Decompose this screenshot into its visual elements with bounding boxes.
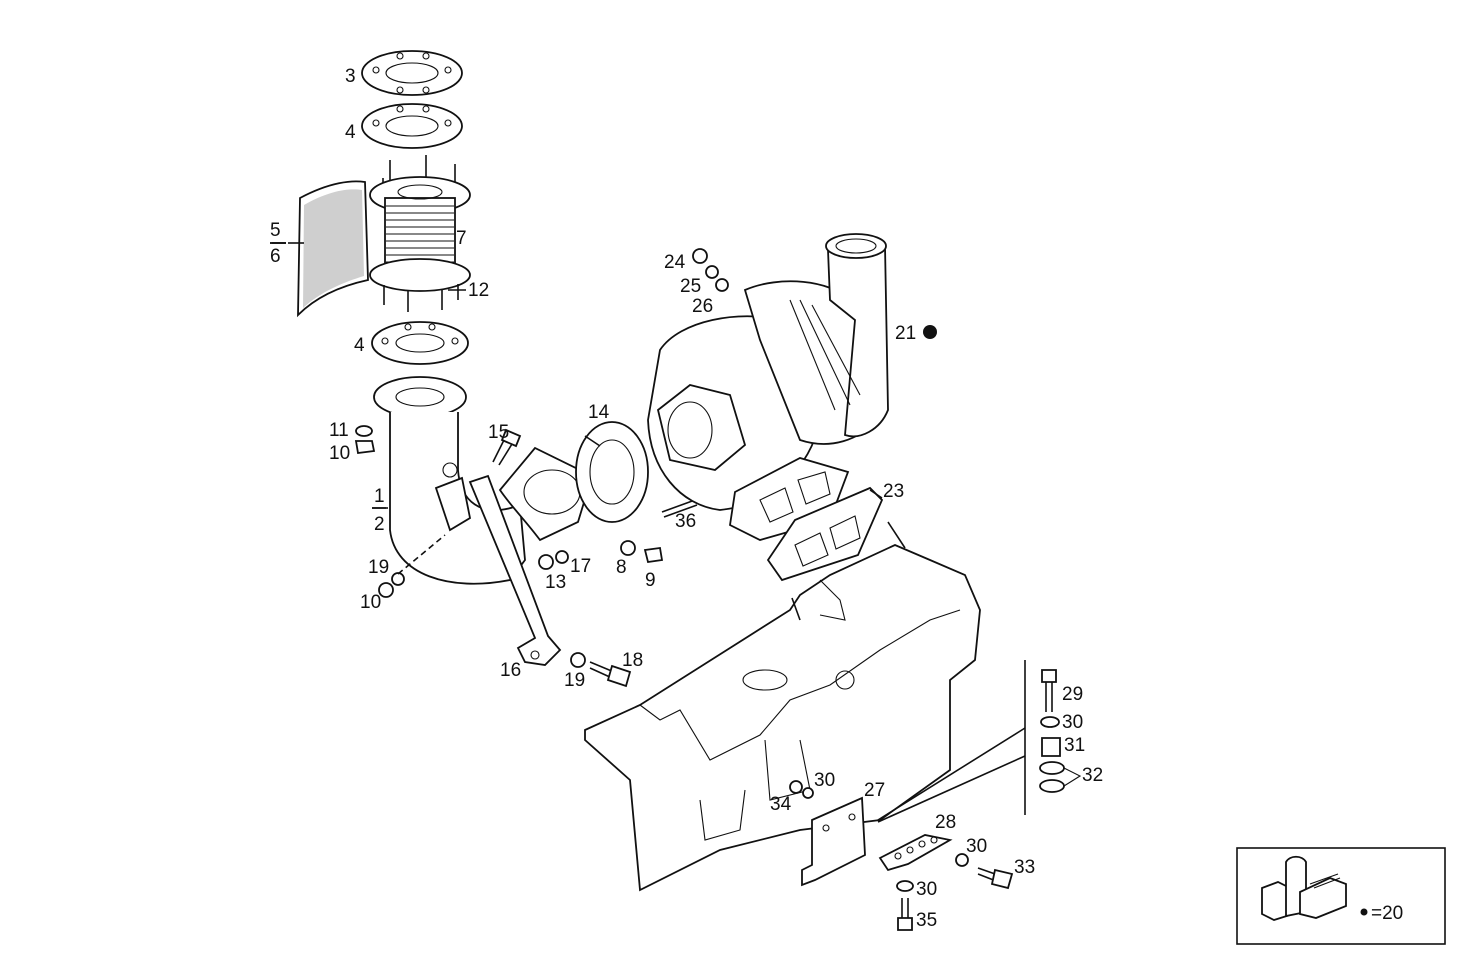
callout-10-upper: 10	[329, 443, 350, 464]
nut-24-washers-25-26	[692, 248, 729, 292]
callout-36: 36	[675, 511, 696, 532]
stud-36	[661, 499, 698, 518]
callout-2: 2	[374, 514, 385, 535]
callout-8: 8	[616, 557, 627, 578]
nut-10-upper	[354, 440, 376, 455]
plate-27	[801, 796, 866, 887]
callout-1: 1	[374, 486, 385, 507]
exhaust-manifold	[584, 521, 981, 892]
callout-19-left: 19	[368, 557, 389, 578]
callout-4-lower: 4	[354, 335, 365, 356]
callout-18: 18	[622, 650, 643, 671]
callout-26: 26	[692, 296, 713, 317]
callout-27: 27	[864, 780, 885, 801]
callout-13: 13	[545, 572, 566, 593]
callout-30-center: 30	[814, 770, 835, 791]
legend-marker-text: =20	[1371, 903, 1403, 924]
nut-10-washer-19-lower	[378, 572, 405, 598]
callout-12: 12	[468, 280, 489, 301]
heat-shield-5-6	[297, 180, 369, 318]
callout-32: 32	[1082, 765, 1103, 786]
washer-8-plug-9	[620, 540, 664, 564]
washer-30-spacer-31	[1040, 716, 1061, 757]
washer-30-bolt-33	[955, 853, 1014, 890]
bushing-32	[1039, 761, 1082, 793]
callout-30-right: 30	[1062, 712, 1083, 733]
washer-11	[355, 425, 373, 437]
callout-31: 31	[1064, 735, 1085, 756]
callout-3: 3	[345, 66, 356, 87]
turbocharger-21	[647, 233, 889, 541]
gasket-23	[766, 486, 884, 582]
callout-7: 7	[456, 228, 467, 249]
bolt-29	[1041, 669, 1057, 712]
callout-10-lower: 10	[360, 592, 381, 613]
callout-33: 33	[1014, 857, 1035, 878]
callout-28: 28	[935, 812, 956, 833]
tool-kit-icon	[1261, 855, 1347, 921]
bolt-15	[492, 428, 522, 466]
callout-4-upper: 4	[345, 122, 356, 143]
clip-28	[878, 834, 953, 872]
washer-19-bolt-18	[570, 652, 632, 688]
callout-29: 29	[1062, 684, 1083, 705]
callout-5: 5	[270, 220, 281, 241]
callout-35: 35	[916, 910, 937, 931]
callout-25: 25	[680, 276, 701, 297]
nut-34-washer-30	[789, 780, 814, 799]
callout-30-lower-right: 30	[966, 836, 987, 857]
callout-17: 17	[570, 556, 591, 577]
callout-24: 24	[664, 252, 686, 273]
legend-dot	[1360, 908, 1368, 916]
legend-box: =20	[1236, 847, 1446, 945]
marked-part-dot	[923, 325, 937, 339]
bracket-16	[468, 474, 562, 666]
callout-21: 21	[895, 323, 916, 344]
callout-6: 6	[270, 246, 281, 267]
flange-gasket-4-lower	[371, 321, 469, 365]
callout-34: 34	[770, 794, 792, 815]
washer-30-bolt-35	[896, 880, 914, 931]
nut-13-washer-17	[538, 550, 569, 570]
flange-gasket-3	[361, 50, 463, 96]
callout-15: 15	[488, 422, 509, 443]
callout-16: 16	[500, 660, 521, 681]
callout-14: 14	[588, 402, 610, 423]
flange-gasket-4-upper	[361, 103, 463, 149]
gasket-14	[575, 421, 649, 523]
callout-30-bottom: 30	[916, 879, 937, 900]
callout-23: 23	[883, 481, 904, 502]
callout-11: 11	[329, 420, 349, 441]
bellows-compensator-7	[369, 155, 471, 312]
callout-9: 9	[645, 570, 656, 591]
callout-19-right: 19	[564, 670, 585, 691]
